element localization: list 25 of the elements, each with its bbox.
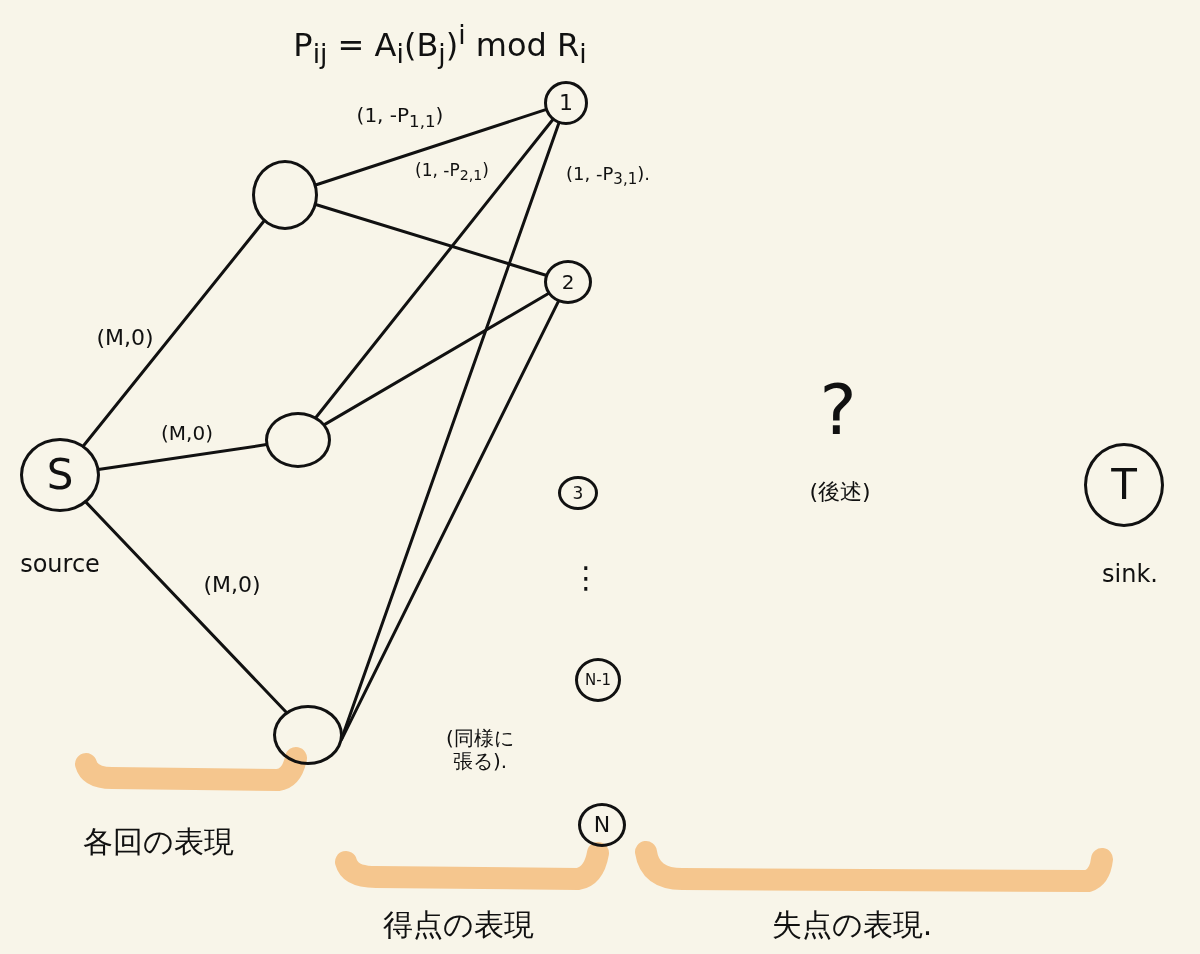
node-circle: N: [578, 803, 626, 847]
edge-line: [340, 299, 560, 742]
note-text: (後述): [809, 479, 871, 505]
question-mark: ?: [819, 369, 857, 451]
edge-line: [314, 108, 548, 187]
node-circle: T: [1084, 443, 1164, 527]
note-text: (同様に張る).: [445, 727, 515, 773]
node-circle: S: [20, 438, 100, 512]
edge-line: [314, 118, 555, 419]
node-circle: 1: [544, 81, 588, 125]
node-caption: sink.: [1102, 561, 1158, 589]
edge-line: [322, 292, 550, 427]
node-circle: 2: [544, 260, 592, 304]
edge-line: [314, 203, 548, 277]
edge-line: [81, 219, 266, 448]
edge-label: (1, -P$_{2,1}$): [413, 160, 491, 184]
node-caption: source: [20, 551, 100, 579]
bracket-caption: 各回の表現: [82, 824, 234, 860]
edge-line: [84, 500, 288, 714]
formula-text: P$_{ij}$ = A$_{i}$(B$_{j}$)$^{i}$ mod R$_{i}$: [293, 20, 587, 70]
bracket-caption: 得点の表現: [382, 907, 534, 943]
node-circle: N-1: [575, 658, 621, 702]
node-circle: 3: [558, 476, 598, 510]
bracket-caption: 失点の表現.: [771, 907, 933, 943]
vertical-ellipsis: ⋮: [571, 560, 601, 596]
